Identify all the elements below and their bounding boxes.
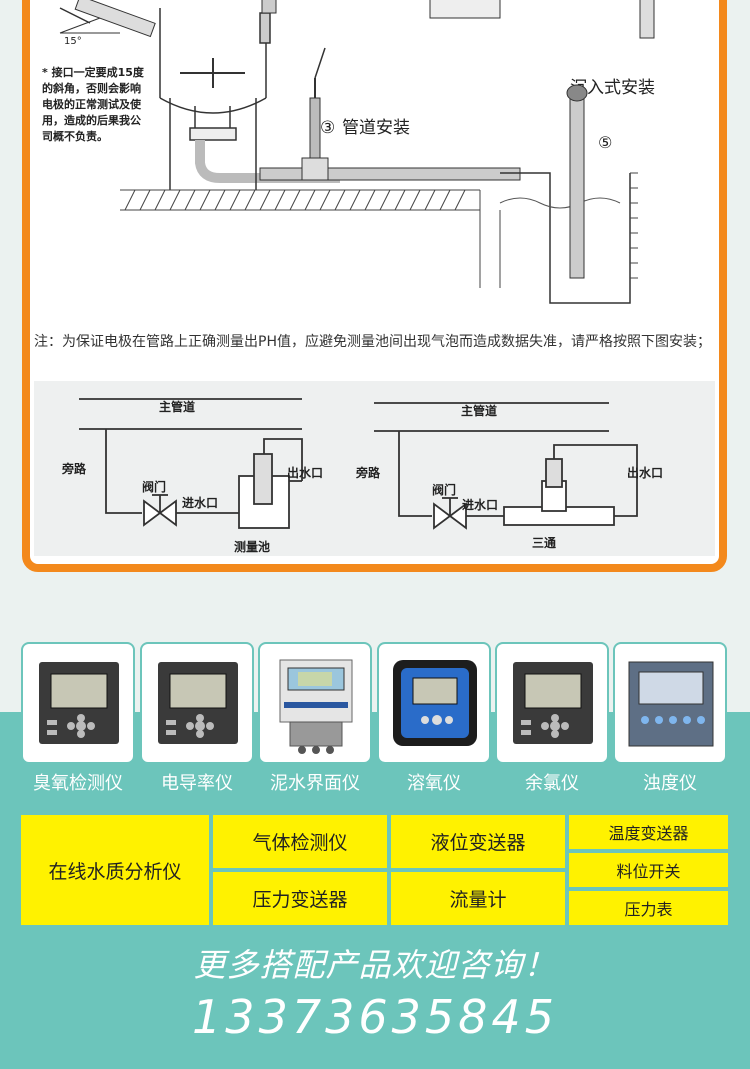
svg-text:* 接口一定要成15度: * 接口一定要成15度 [42,65,145,79]
svg-text:电极的正常测试及使: 电极的正常测试及使 [42,97,142,111]
angled-electrode-illustration [59,0,156,38]
bypass-diagrams: 主管道 旁路 阀门 进水口 出水口 测量池 主管道 旁路 [61,398,663,554]
product-label-residual-chlorine[interactable]: 余氯仪 [525,773,579,794]
main-pipe-label-right: 主管道 [461,403,497,418]
category-level-switch[interactable]: 料位开关 [569,853,728,887]
product-label-conductivity[interactable]: 电导率仪 [161,773,233,794]
bypass-diagram-panel: 主管道 旁路 阀门 进水口 出水口 测量池 主管道 旁路 [34,381,715,556]
inlet-label-right: 进水口 [462,497,498,512]
sludge-interface-meter-image [279,659,353,754]
installation-panel: 15° * 接口一定要成15度 的斜角，否则会影响 电极的正常测试及使 用，造成… [22,0,727,572]
svg-text:司概不负责。: 司概不负责。 [42,129,108,143]
product-card-ozone[interactable] [21,642,135,764]
warning-note: * 接口一定要成15度 的斜角，否则会影响 电极的正常测试及使 用，造成的后果我… [42,65,145,143]
phone-number[interactable]: 13373635845 [192,990,558,1044]
product-label-turbidity[interactable]: 浊度仪 [643,773,697,794]
product-card-residual-chlorine[interactable] [495,642,609,764]
ground-hatching [120,189,501,288]
pipe-number: ③ [320,118,335,138]
outlet-label-left: 出水口 [287,465,323,480]
tank-illustration [159,8,340,190]
svg-text:的斜角，否则会影响: 的斜角，否则会影响 [42,81,141,95]
category-pressure-transmitter[interactable]: 压力变送器 [213,872,387,925]
svg-text:用，造成的后果我公: 用，造成的后果我公 [42,113,141,127]
submerged-install-label: 沉入式安装 [570,78,655,98]
consult-message: 更多搭配产品欢迎咨询！ [193,946,557,984]
pool-label: 测量池 [234,539,270,554]
product-label-dissolved-oxygen[interactable]: 溶氧仪 [407,773,461,794]
product-card-dissolved-oxygen[interactable] [377,642,491,764]
bypass-label-right: 旁路 [355,465,381,480]
pipe-install-label: 管道安装 [342,118,410,138]
category-flow-meter[interactable]: 流量计 [391,872,565,925]
valve-label-right: 阀门 [432,482,456,497]
product-label-ozone[interactable]: 臭氧检测仪 [33,773,123,794]
product-card-conductivity[interactable] [140,642,254,764]
angle-label: 15° [64,36,82,47]
tee-label: 三通 [532,535,556,550]
outlet-label-right: 出水口 [627,465,663,480]
bypass-label-left: 旁路 [61,461,87,476]
ozone-meter-image [39,662,119,744]
valve-label-left: 阀门 [142,479,166,494]
category-temperature-transmitter[interactable]: 温度变送器 [569,815,728,849]
installation-note: 注：为保证电极在管路上正确测量出PH值，应避免测量池间出现气泡而造成数据失准，请… [34,334,711,350]
category-gas-detector[interactable]: 气体检测仪 [213,815,387,868]
category-level-transmitter[interactable]: 液位变送器 [391,815,565,868]
bypass-diagram-pool [79,398,303,529]
product-card-sludge-interface[interactable] [258,642,372,764]
submerged-number: ⑤ [598,133,612,152]
bypass-diagram-tee [374,402,638,530]
inlet-label-left: 进水口 [182,495,218,510]
category-water-quality-analyzer[interactable]: 在线水质分析仪 [21,815,209,925]
conductivity-meter-image [158,662,238,744]
residual-chlorine-meter-image [513,662,593,744]
installation-diagram: 15° * 接口一定要成15度 的斜角，否则会影响 电极的正常测试及使 用，造成… [42,0,655,304]
submerged-electrode-illustration [261,0,655,304]
turbidity-meter-image [628,661,714,747]
product-card-turbidity[interactable] [613,642,727,764]
category-pressure-gauge[interactable]: 压力表 [569,891,728,925]
product-label-sludge-interface[interactable]: 泥水界面仪 [270,773,360,794]
main-pipe-label-left: 主管道 [159,399,195,414]
dissolved-oxygen-meter-image [393,660,477,746]
pipe-electrode-illustration [259,47,521,181]
